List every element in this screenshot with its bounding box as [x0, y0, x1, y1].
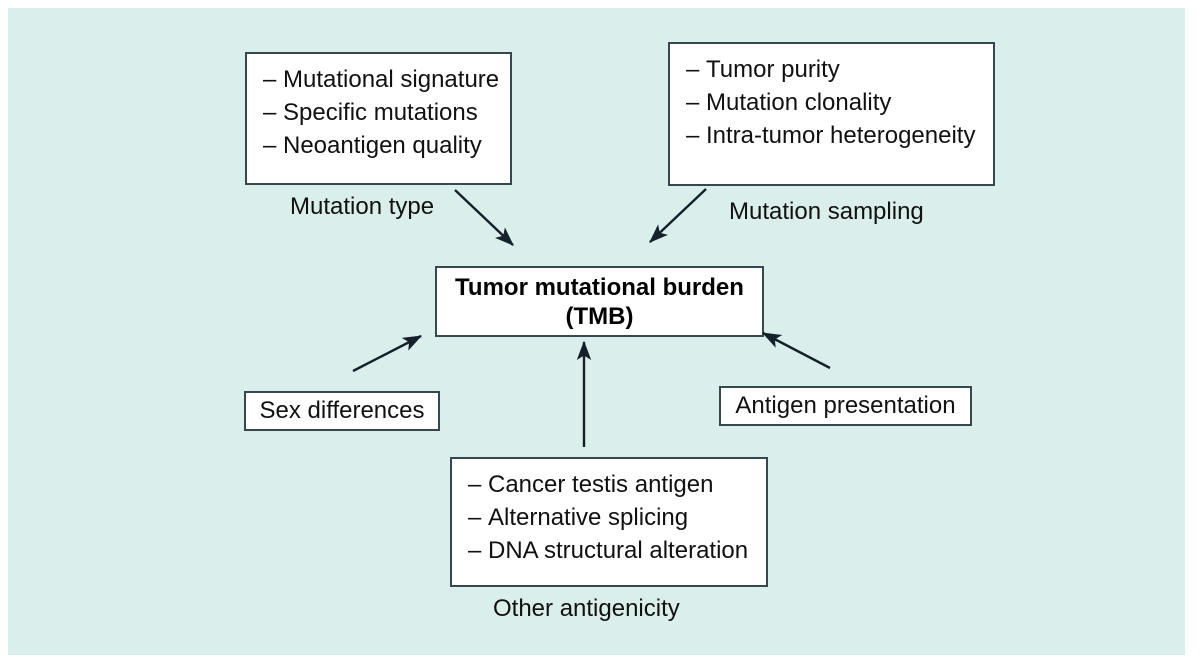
node-antigen-presentation: Antigen presentation	[719, 386, 972, 426]
node-antigen-presentation-label: Antigen presentation	[735, 392, 956, 419]
list-item-label: Cancer testis antigen	[488, 471, 714, 498]
list-item-label: Intra-tumor heterogeneity	[706, 122, 976, 149]
diagram-canvas: –Mutational signature –Specific mutation…	[8, 8, 1185, 655]
node-mutation-sampling-list: –Tumor purity –Mutation clonality –Intra…	[670, 44, 993, 161]
list-item: –DNA structural alteration	[468, 534, 752, 567]
list-item: –Mutation clonality	[686, 86, 979, 119]
bullet-dash: –	[468, 471, 482, 498]
list-item: –Cancer testis antigen	[468, 468, 752, 501]
node-tmb-title: Tumor mutational burden (TMB)	[455, 273, 744, 331]
list-item: –Intra-tumor heterogeneity	[686, 119, 979, 152]
node-sex-differences: Sex differences	[244, 391, 440, 431]
node-sex-differences-label: Sex differences	[259, 397, 425, 424]
list-item-label: Mutation clonality	[706, 89, 892, 116]
node-tumor-mutational-burden: Tumor mutational burden (TMB)	[435, 266, 764, 337]
caption-mutation-sampling: Mutation sampling	[729, 198, 924, 225]
bullet-dash: –	[686, 89, 700, 116]
list-item-label: Neoantigen quality	[283, 132, 482, 159]
bullet-dash: –	[686, 56, 700, 83]
node-mutation-type: –Mutational signature –Specific mutation…	[245, 52, 512, 185]
node-mutation-sampling: –Tumor purity –Mutation clonality –Intra…	[668, 42, 995, 186]
bullet-dash: –	[686, 122, 700, 149]
list-item-label: Mutational signature	[283, 66, 500, 93]
bullet-dash: –	[263, 99, 277, 126]
node-tmb-title-line2: (TMB)	[565, 302, 634, 330]
node-other-antigenicity: –Cancer testis antigen –Alternative spli…	[450, 457, 768, 587]
node-tmb-title-line1: Tumor mutational burden	[455, 273, 744, 301]
list-item: –Alternative splicing	[468, 501, 752, 534]
node-other-antigenicity-list: –Cancer testis antigen –Alternative spli…	[452, 459, 766, 576]
bullet-dash: –	[468, 504, 482, 531]
list-item-label: Alternative splicing	[488, 504, 689, 531]
bullet-dash: –	[468, 537, 482, 564]
list-item-label: Tumor purity	[706, 56, 840, 83]
list-item-label: DNA structural alteration	[488, 537, 749, 564]
bullet-dash: –	[263, 66, 277, 93]
list-item-label: Specific mutations	[283, 99, 478, 126]
list-item: –Specific mutations	[263, 96, 496, 129]
list-item: –Tumor purity	[686, 53, 979, 86]
bullet-dash: –	[263, 132, 277, 159]
list-item: –Neoantigen quality	[263, 129, 496, 162]
caption-other-antigenicity: Other antigenicity	[493, 595, 680, 622]
caption-mutation-type: Mutation type	[290, 193, 435, 220]
list-item: –Mutational signature	[263, 63, 500, 96]
node-mutation-type-list: –Mutational signature –Specific mutation…	[247, 54, 510, 171]
